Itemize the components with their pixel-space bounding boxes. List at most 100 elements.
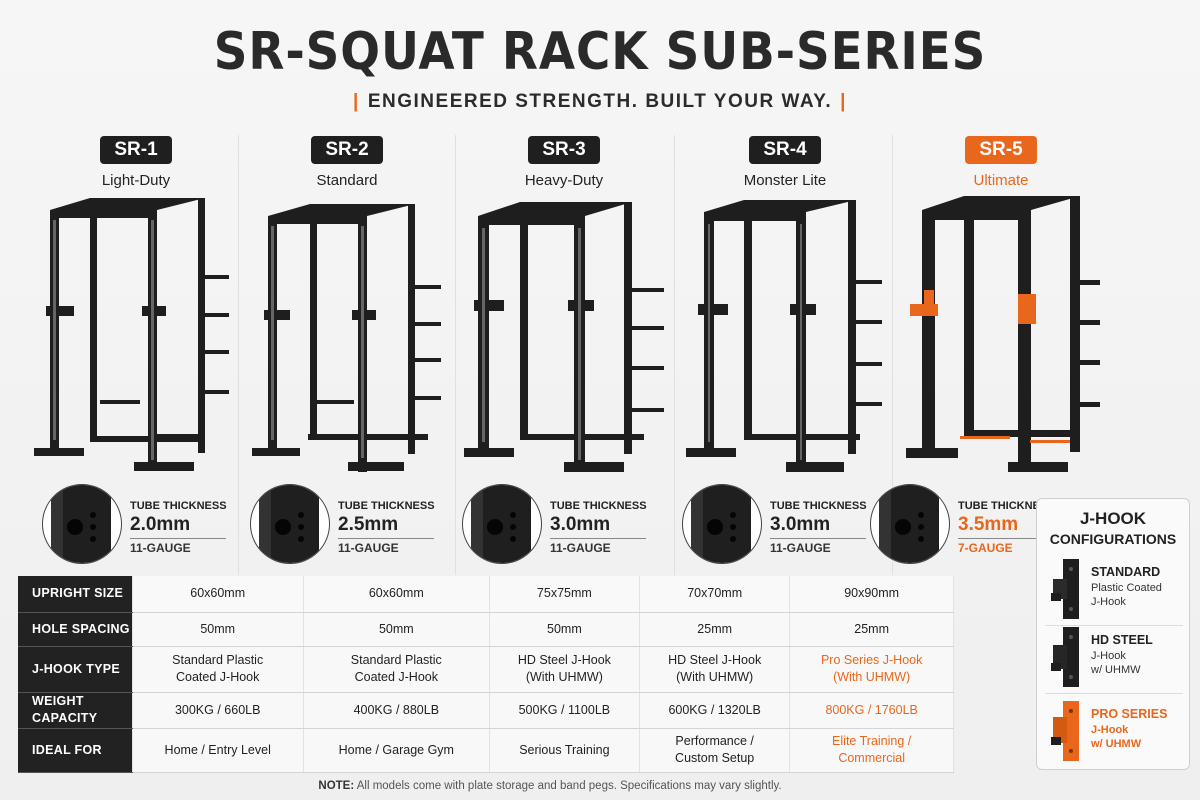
tube-thickness-sr3: TUBE THICKNESS 3.0mm 11-GAUGE xyxy=(462,480,672,570)
table-cell: HD Steel J-Hook(With UHMW) xyxy=(489,646,641,693)
standard-jhook-icon xyxy=(1051,559,1079,619)
gauge-value: 11-GAUGE xyxy=(770,541,831,555)
model-header-sr5: SR-5 Ultimate xyxy=(891,136,1111,189)
row-header: J-HOOK TYPE xyxy=(18,646,133,693)
rack-image-sr3 xyxy=(464,190,664,480)
divider xyxy=(770,538,866,539)
model-name: Standard xyxy=(316,172,378,189)
subtitle-text: ENGINEERED STRENGTH. BUILT YOUR WAY. xyxy=(367,91,833,112)
note-prefix: NOTE: xyxy=(318,780,355,792)
table-cell: 70x70mm xyxy=(639,576,791,613)
table-cell: Home / Entry Level xyxy=(132,728,304,773)
model-badge: SR-1 xyxy=(100,136,172,164)
table-cell: 800KG / 1760LB xyxy=(789,692,954,729)
model-header-sr4: SR-4 Monster Lite xyxy=(675,136,895,189)
model-badge: SR-3 xyxy=(528,136,600,164)
tube-thickness-sr2: TUBE THICKNESS 2.5mm 11-GAUGE xyxy=(250,480,460,570)
tube-thickness-label: TUBE THICKNESS xyxy=(550,500,647,512)
tube-thickness-label: TUBE THICKNESS xyxy=(958,500,1055,512)
page-title: SR-SQUAT RACK SUB-SERIES xyxy=(213,22,987,82)
tube-thickness-label: TUBE THICKNESS xyxy=(770,500,867,512)
jhook-name: PRO SERIES xyxy=(1091,707,1168,721)
tube-closeup-icon xyxy=(42,484,122,564)
row-header: HOLE SPACING xyxy=(18,612,133,647)
rack-image-sr4 xyxy=(684,190,884,480)
power-rack-icon xyxy=(34,198,229,471)
power-rack-icon xyxy=(252,204,441,472)
jhook-name: HD STEEL xyxy=(1091,633,1153,647)
table-cell: Pro Series J-Hook(With UHMW) xyxy=(789,646,954,693)
table-cell: Serious Training xyxy=(489,728,641,773)
spec-row-weight-capacity: WEIGHT CAPACITY 300KG / 660LB 400KG / 88… xyxy=(18,692,954,729)
rack-image-sr2 xyxy=(248,190,448,480)
column-divider xyxy=(238,135,239,575)
hd-steel-jhook-icon xyxy=(1051,627,1079,687)
table-cell: 25mm xyxy=(789,612,954,647)
tube-thickness-value: 2.0mm xyxy=(130,514,191,535)
jhook-config-panel: J-HOOK CONFIGURATIONS STANDARD Plastic C… xyxy=(1036,498,1190,770)
spec-row-upright-size: UPRIGHT SIZE 60x60mm 60x60mm 75x75mm 70x… xyxy=(18,576,954,613)
specs-table: UPRIGHT SIZE 60x60mm 60x60mm 75x75mm 70x… xyxy=(18,576,954,773)
table-cell: 50mm xyxy=(132,612,304,647)
jhook-name: STANDARD xyxy=(1091,565,1161,579)
divider xyxy=(338,538,434,539)
tube-thickness-value: 3.0mm xyxy=(550,514,611,535)
power-rack-icon xyxy=(686,200,882,472)
tube-thickness-value: 3.5mm xyxy=(958,514,1019,535)
table-cell: 60x60mm xyxy=(303,576,490,613)
table-cell: 90x90mm xyxy=(789,576,954,613)
tube-thickness-sr5: TUBE THICKNESS 3.5mm 7-GAUGE xyxy=(870,480,1080,570)
tube-closeup-icon xyxy=(462,484,542,564)
table-cell: Performance /Custom Setup xyxy=(639,728,791,773)
tube-thickness-sr1: TUBE THICKNESS 2.0mm 11-GAUGE xyxy=(42,480,252,570)
tube-thickness-value: 3.0mm xyxy=(770,514,831,535)
tube-closeup-icon xyxy=(250,484,330,564)
gauge-value: 11-GAUGE xyxy=(130,541,191,555)
table-cell: 60x60mm xyxy=(132,576,304,613)
spec-row-ideal-for: IDEAL FOR Home / Entry Level Home / Gara… xyxy=(18,728,954,773)
accent-bar-right: | xyxy=(840,91,847,112)
accent-bar-left: | xyxy=(353,91,360,112)
gauge-value: 11-GAUGE xyxy=(338,541,399,555)
power-rack-icon xyxy=(906,196,1104,472)
page-subtitle: | ENGINEERED STRENGTH. BUILT YOUR WAY. | xyxy=(0,91,1200,113)
column-divider xyxy=(892,135,893,575)
model-name: Monster Lite xyxy=(743,172,827,189)
model-header-sr3: SR-3 Heavy-Duty xyxy=(454,136,674,189)
table-cell: 500KG / 1100LB xyxy=(489,692,641,729)
footnote: NOTE: All models come with plate storage… xyxy=(0,780,1100,792)
jhook-panel-title: J-HOOK CONFIGURATIONS xyxy=(1049,509,1177,547)
table-cell: 50mm xyxy=(489,612,641,647)
tube-thickness-sr4: TUBE THICKNESS 3.0mm 11-GAUGE xyxy=(682,480,892,570)
power-rack-icon xyxy=(464,202,664,472)
table-cell: 25mm xyxy=(639,612,791,647)
rack-image-sr5 xyxy=(900,190,1104,480)
row-header: IDEAL FOR xyxy=(18,728,133,773)
tube-thickness-value: 2.5mm xyxy=(338,514,399,535)
rack-image-sr1 xyxy=(30,190,230,480)
model-header-sr2: SR-2 Standard xyxy=(237,136,457,189)
tube-thickness-label: TUBE THICKNESS xyxy=(338,500,435,512)
spec-row-hole-spacing: HOLE SPACING 50mm 50mm 50mm 25mm 25mm xyxy=(18,612,954,647)
table-cell: 75x75mm xyxy=(489,576,641,613)
table-cell: 600KG / 1320LB xyxy=(639,692,791,729)
tube-thickness-label: TUBE THICKNESS xyxy=(130,500,227,512)
tube-closeup-icon xyxy=(682,484,762,564)
model-header-sr1: SR-1 Light-Duty xyxy=(26,136,246,189)
pro-series-jhook-icon xyxy=(1051,701,1079,761)
note-text: All models come with plate storage and b… xyxy=(354,780,782,792)
table-cell: 400KG / 880LB xyxy=(303,692,490,729)
divider xyxy=(550,538,646,539)
table-cell: 300KG / 660LB xyxy=(132,692,304,729)
table-cell: Home / Garage Gym xyxy=(303,728,490,773)
row-header: WEIGHT CAPACITY xyxy=(18,692,133,729)
